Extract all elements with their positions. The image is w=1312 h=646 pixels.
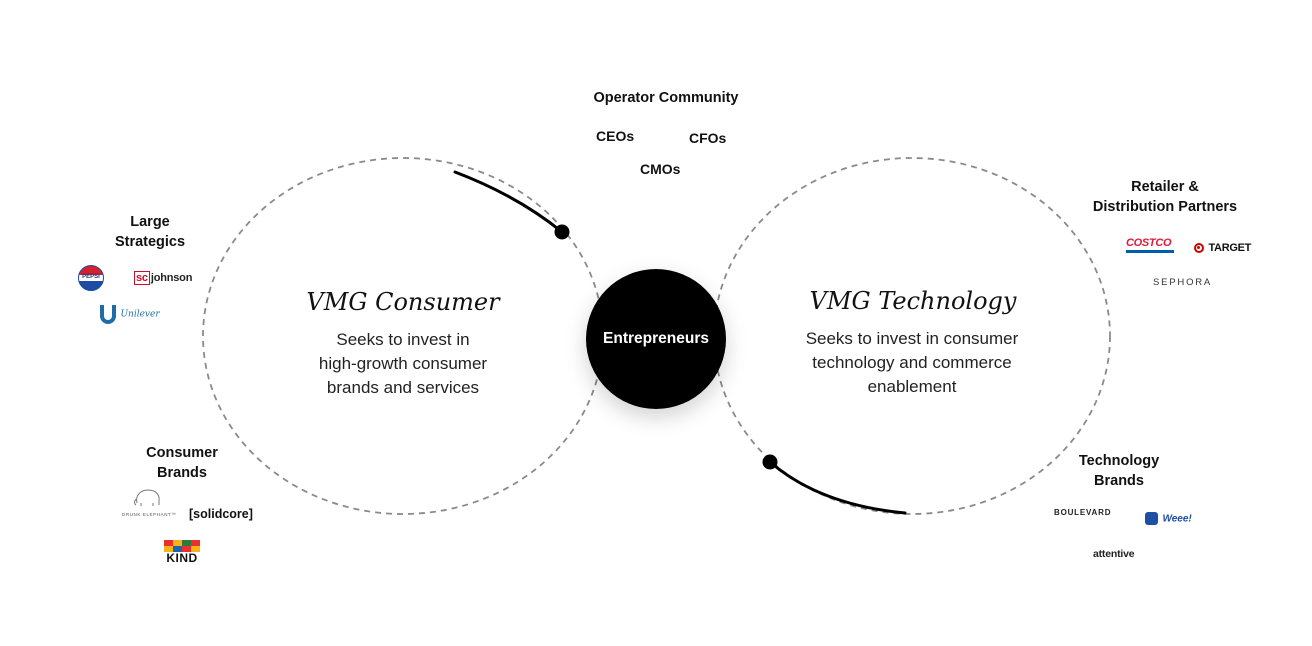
kind-color-blocks bbox=[164, 540, 200, 552]
operator-community-title: Operator Community bbox=[593, 90, 739, 106]
kind-wordmark: KIND bbox=[166, 551, 198, 565]
entrepreneurs-hub: Entrepreneurs bbox=[586, 269, 726, 409]
large-strategics-line1: Large bbox=[130, 214, 170, 230]
drunk-elephant-logo: DRUNK ELEPHANT™ bbox=[122, 487, 177, 519]
unilever-logo: Unilever bbox=[100, 305, 160, 327]
large-strategics-title: Large Strategics bbox=[98, 212, 202, 252]
left-solid-arc bbox=[453, 170, 564, 234]
vmg-consumer-title: VMG Consumer bbox=[306, 288, 500, 316]
scjohnson-sc: sc bbox=[134, 271, 150, 285]
technology-brands-line2: Brands bbox=[1094, 473, 1144, 489]
costco-wordmark: COSTCO bbox=[1126, 237, 1172, 249]
costco-logo: COSTCO bbox=[1126, 238, 1176, 254]
consumer-brands-title: Consumer Brands bbox=[122, 443, 242, 483]
weee-wordmark: Weee! bbox=[1162, 513, 1192, 525]
vmg-technology-desc-line2: technology and commerce bbox=[812, 353, 1012, 372]
vmg-consumer-desc-line1: Seeks to invest in bbox=[336, 330, 470, 349]
vmg-consumer-desc-line2: high-growth consumer bbox=[318, 354, 488, 373]
vmg-technology-description: Seeks to invest in consumer technology a… bbox=[772, 327, 1052, 399]
boulevard-logo: BOULEVARD bbox=[1054, 508, 1112, 517]
target-bullseye-icon bbox=[1194, 242, 1204, 253]
elephant-icon bbox=[134, 489, 160, 506]
right-solid-arc bbox=[768, 460, 907, 515]
weee-logo: Weee! bbox=[1145, 510, 1192, 526]
retailer-partners-line2: Distribution Partners bbox=[1092, 199, 1238, 215]
vmg-consumer-description: Seeks to invest in high-growth consumer … bbox=[283, 328, 523, 400]
entrepreneurs-label: Entrepreneurs bbox=[603, 330, 709, 347]
cmos-label: CMOs bbox=[640, 161, 681, 177]
retailer-partners-title: Retailer & Distribution Partners bbox=[1080, 177, 1250, 217]
kind-logo: KIND bbox=[164, 540, 200, 564]
ceos-label: CEOs bbox=[596, 128, 635, 144]
pepsi-logo: PEPSI bbox=[78, 265, 104, 291]
drunk-elephant-wordmark: DRUNK ELEPHANT™ bbox=[122, 512, 177, 517]
target-logo: TARGET bbox=[1194, 239, 1252, 254]
sephora-logo: SEPHORA bbox=[1153, 277, 1213, 288]
vmg-technology-desc-line1: Seeks to invest in consumer bbox=[805, 329, 1019, 348]
scjohnson-rest: johnson bbox=[150, 272, 193, 284]
consumer-brands-line1: Consumer bbox=[146, 445, 218, 461]
technology-brands-title: Technology Brands bbox=[1066, 451, 1172, 491]
vmg-consumer-desc-line3: brands and services bbox=[326, 378, 480, 397]
right-loop bbox=[713, 157, 1111, 515]
solidcore-logo: [solidcore] bbox=[189, 507, 253, 521]
vmg-technology-title: VMG Technology bbox=[809, 287, 1017, 315]
vmg-technology-desc-line3: enablement bbox=[867, 377, 957, 396]
target-wordmark: TARGET bbox=[1208, 241, 1252, 254]
consumer-brands-line2: Brands bbox=[157, 465, 207, 481]
left-arc-dot bbox=[554, 224, 570, 240]
retailer-partners-line1: Retailer & bbox=[1131, 179, 1199, 195]
large-strategics-line2: Strategics bbox=[114, 234, 186, 250]
unilever-wordmark: Unilever bbox=[120, 309, 160, 320]
technology-brands-line1: Technology bbox=[1078, 453, 1160, 469]
pepsi-logo-text: PEPSI bbox=[82, 274, 100, 280]
unilever-u-icon bbox=[100, 305, 116, 324]
cfos-label: CFOs bbox=[689, 130, 727, 146]
attentive-logo: attentive bbox=[1093, 548, 1135, 560]
right-arc-dot bbox=[762, 454, 778, 470]
costco-underline bbox=[1126, 250, 1174, 253]
weee-icon bbox=[1145, 512, 1158, 526]
